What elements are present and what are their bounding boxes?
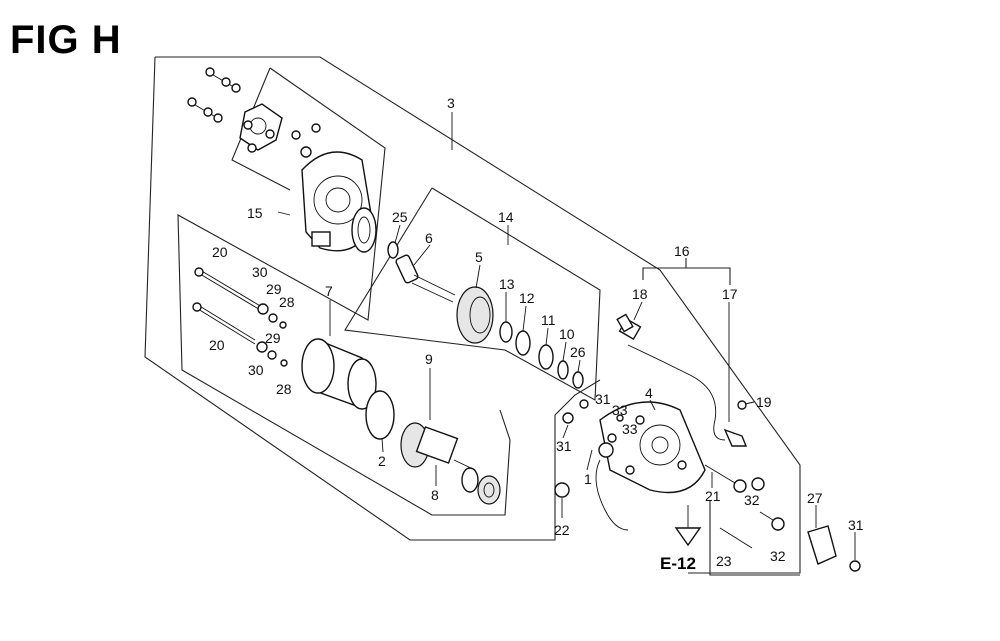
callout-5: 5 (475, 249, 483, 265)
callout-17: 17 (722, 286, 738, 302)
callout-2: 2 (378, 453, 386, 469)
ring-11 (538, 344, 554, 370)
callout-25: 25 (392, 209, 408, 225)
callout-18: 18 (632, 286, 648, 302)
oring-25 (387, 241, 399, 259)
callout-4: 4 (645, 385, 653, 401)
bolt-23 (719, 527, 753, 549)
frame-23-32 (709, 500, 800, 576)
callout-31-b: 31 (556, 438, 572, 454)
callout-12: 12 (519, 290, 535, 306)
callout-10: 10 (559, 326, 575, 342)
callout-30-bottom: 30 (248, 362, 264, 378)
ring-26 (572, 371, 584, 389)
callout-28-bottom: 28 (276, 381, 292, 397)
bolt-18 (616, 313, 634, 333)
callout-13: 13 (499, 276, 515, 292)
ref-arrow (674, 505, 702, 547)
callout-29-bottom: 29 (265, 330, 281, 346)
assembly-frames (144, 56, 801, 576)
callout-21: 21 (705, 488, 721, 504)
frame-link (554, 379, 601, 416)
callout-20-bottom: 20 (209, 337, 225, 353)
callout-19: 19 (756, 394, 772, 410)
callout-32-a: 32 (744, 492, 760, 508)
callout-28-top: 28 (279, 294, 295, 310)
callout-1: 1 (584, 471, 592, 487)
callout-31-a: 31 (595, 391, 611, 407)
callout-9: 9 (425, 351, 433, 367)
brush-holder (239, 103, 321, 158)
callout-16: 16 (674, 243, 690, 259)
frame-15-top (231, 67, 291, 191)
figure-title: FIG H (10, 18, 122, 62)
ring-10 (557, 360, 569, 380)
front-cover (301, 151, 377, 253)
washer-21 (733, 479, 747, 493)
callout-6: 6 (425, 230, 433, 246)
cable-1 (595, 459, 629, 531)
spring-12 (515, 330, 531, 356)
callout-labels: 3 14 15 25 6 5 13 12 11 10 26 16 18 17 1… (209, 95, 864, 573)
callout-3: 3 (447, 95, 455, 111)
washers (256, 303, 288, 367)
nut-22 (554, 482, 570, 498)
callout-14: 14 (498, 209, 514, 225)
callout-30-top: 30 (252, 264, 268, 280)
frame-14 (344, 187, 601, 401)
callout-26: 26 (570, 344, 586, 360)
callout-33-a: 33 (612, 402, 628, 418)
through-bolts-20 (192, 267, 263, 345)
callout-11: 11 (541, 312, 556, 328)
callout-33-b: 33 (622, 421, 638, 437)
frame-15 (177, 67, 511, 516)
callout-22: 22 (554, 522, 570, 538)
nuts-31-33 (562, 399, 624, 458)
callout-8: 8 (431, 487, 439, 503)
bracket-16-17 (642, 267, 731, 285)
frame-outer-left (144, 56, 556, 541)
callout-7: 7 (325, 283, 333, 299)
callout-32-b: 32 (770, 548, 786, 564)
terminal-cover-27 (807, 525, 837, 565)
armature (400, 422, 501, 505)
callout-27: 27 (807, 490, 823, 506)
frame-outer-top (155, 56, 801, 574)
cable-16 (618, 317, 748, 447)
reference-label: E-12 (660, 554, 696, 573)
callout-31-c: 31 (848, 517, 864, 533)
clutch (456, 286, 494, 344)
callout-15: 15 (247, 205, 263, 221)
nut-32a (751, 477, 765, 491)
yoke (301, 338, 377, 410)
callout-29-top: 29 (266, 281, 282, 297)
callout-23: 23 (716, 553, 732, 569)
ring-13 (499, 321, 513, 343)
parts (187, 67, 861, 572)
nut-31c (849, 560, 861, 572)
callout-20-top: 20 (212, 244, 228, 260)
rear-cover (599, 401, 706, 494)
screw-set-top (187, 67, 241, 123)
bolt-21 (704, 464, 736, 484)
nut-32b (771, 517, 785, 531)
pinion-shaft (395, 254, 456, 303)
leader-lines (277, 112, 856, 560)
oring-2 (365, 390, 395, 440)
